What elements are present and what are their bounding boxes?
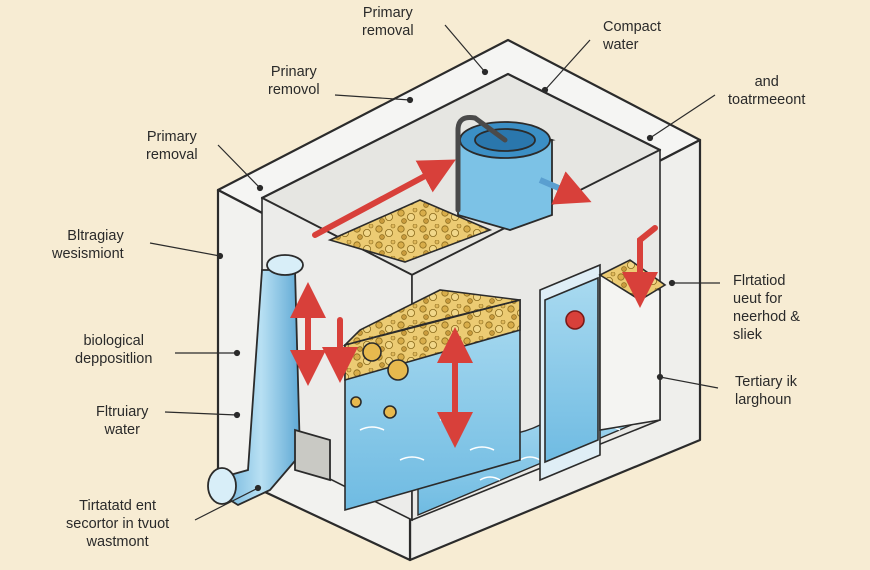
label-tertiary: Tertiary ik larghoun	[735, 373, 797, 409]
label-tirtarated: Tirtatatd ent secortor in tvuot wastmont	[66, 497, 169, 551]
label-line: water	[104, 422, 140, 438]
label-line: removol	[268, 82, 320, 98]
label-compact-water: Compact water	[603, 18, 661, 54]
label-line: and	[754, 74, 779, 90]
label-primary-removal-left: Primary removal	[146, 128, 198, 164]
label-line: ueut for	[733, 291, 783, 307]
label-line: sliek	[733, 327, 763, 343]
label-line: Tertiary ik	[735, 374, 798, 390]
label-line: Prinary	[270, 64, 317, 80]
label-line: Compact	[603, 19, 662, 35]
label-line: removal	[146, 147, 198, 163]
label-filtratiod: Flrtatiod ueut for neerhod & sliek	[733, 272, 800, 344]
label-line: Primary	[362, 5, 413, 21]
primary-media-bed	[327, 199, 493, 263]
label-line: larghoun	[735, 392, 792, 408]
label-line: Primary	[146, 129, 197, 145]
return-arrow-icon	[538, 171, 592, 205]
label-line: water	[603, 37, 639, 53]
compact-filter-unit	[457, 121, 556, 231]
label-line: wastmont	[86, 534, 149, 550]
label-primary-removal-mid: Prinary removol	[268, 63, 320, 99]
label-line: Flrtatiod	[733, 273, 786, 289]
label-bitragiay: Bltragiay wesismiont	[52, 227, 124, 263]
leader-lines	[149, 24, 720, 521]
label-line: biological	[83, 333, 144, 349]
label-line: wesismiont	[52, 246, 124, 262]
flow-arrow-icon	[290, 159, 658, 448]
label-line: toatrmeeont	[728, 92, 806, 108]
label-filtruary: Fltruiary water	[96, 403, 148, 439]
label-biological: biological deppositlion	[75, 332, 152, 368]
label-line: deppositlion	[75, 351, 153, 367]
label-line: removal	[362, 23, 414, 39]
label-line: Bltragiay	[67, 228, 124, 244]
biological-chamber	[342, 289, 521, 512]
pipe-icon	[207, 254, 331, 507]
label-and-treatment: and toatrmeeont	[728, 73, 805, 109]
label-line: secortor in tvuot	[66, 516, 170, 532]
label-primary-removal-top: Primary removal	[362, 4, 414, 40]
float-valve-icon	[455, 115, 508, 213]
label-line: neerhod &	[733, 309, 800, 325]
label-line: Fltruiary	[96, 404, 149, 420]
label-line: Tirtatatd ent	[79, 498, 156, 514]
